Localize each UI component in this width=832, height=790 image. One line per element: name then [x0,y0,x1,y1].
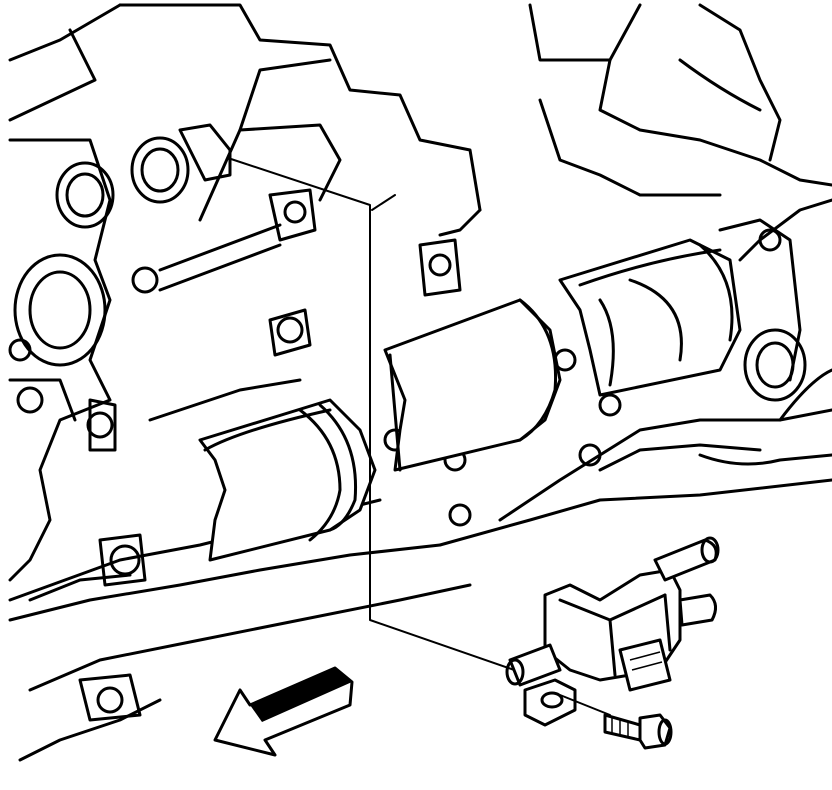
purge-solenoid-valve [505,536,720,727]
mounting-bolt [559,694,673,750]
intake-manifold [198,218,802,562]
leader-lines [227,157,521,673]
arrow-left-down-icon [213,666,354,757]
engine-block [8,3,832,762]
